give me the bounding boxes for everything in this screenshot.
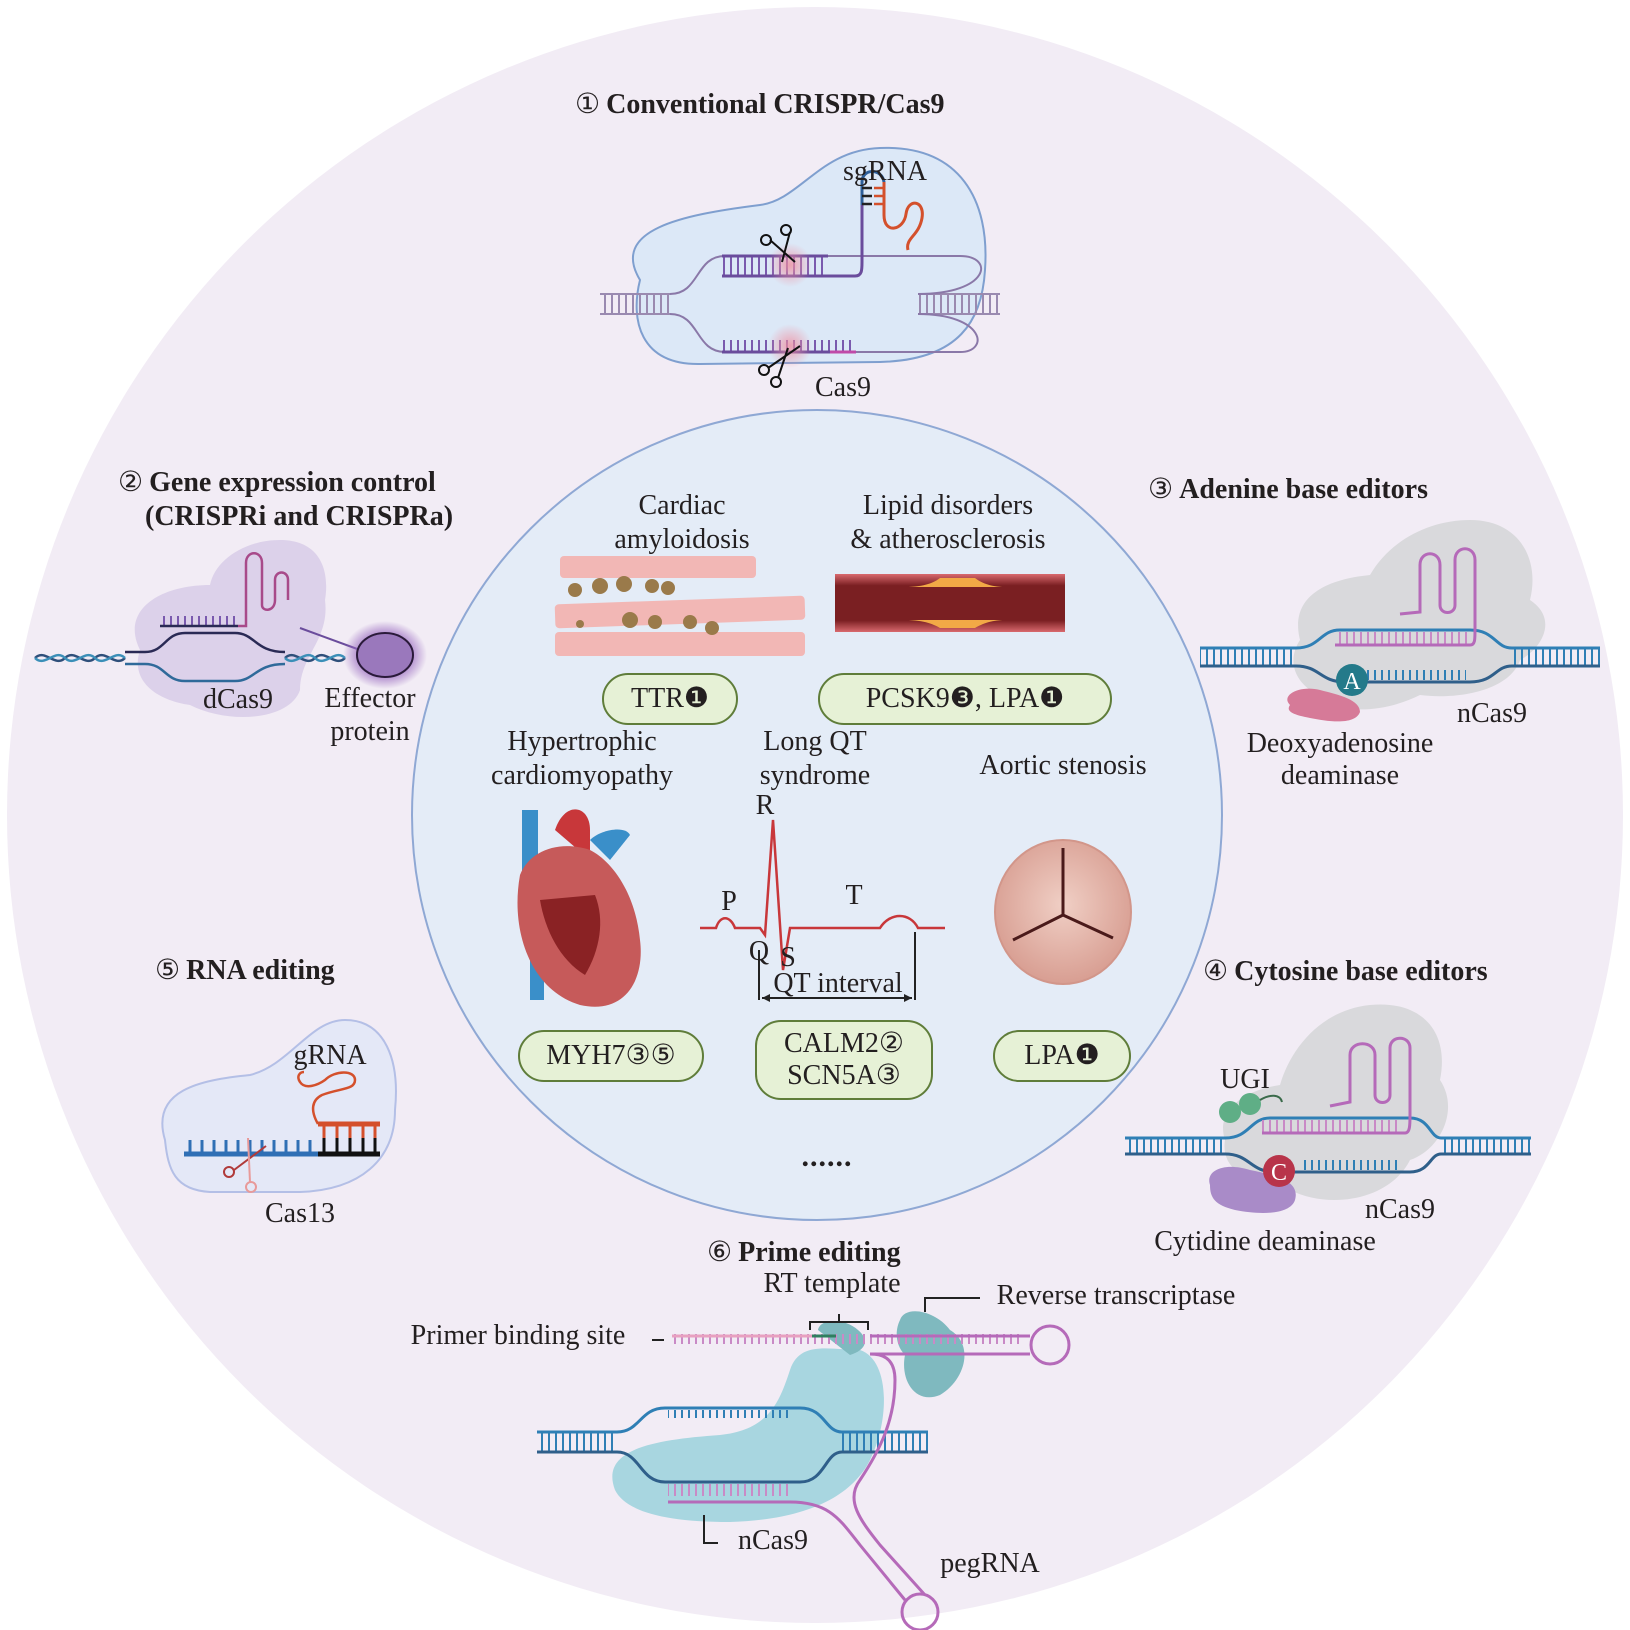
dcas9-protein bbox=[134, 540, 327, 717]
dcas9-illustration bbox=[34, 540, 427, 717]
disease-hcm-line1: Hypertrophic bbox=[507, 726, 657, 757]
scissors-icon bbox=[223, 1137, 267, 1193]
cas13-illustration bbox=[161, 1018, 397, 1193]
svg-text:A: A bbox=[1343, 669, 1361, 695]
gene-badge-lpa: LPA❶ bbox=[993, 1030, 1131, 1082]
ecg-label-t: T bbox=[845, 880, 863, 911]
ecg-label-r: R bbox=[755, 790, 775, 821]
deoxyadenosine-deaminase bbox=[1287, 688, 1360, 722]
gene-badge-myh7: MYH7③⑤ bbox=[518, 1030, 704, 1082]
ugi-protein bbox=[1219, 1101, 1241, 1123]
disease-long-qt-line2: syndrome bbox=[759, 760, 871, 791]
scissors-icon bbox=[758, 345, 801, 388]
disease-lipid-disorders-line1: Lipid disorders bbox=[862, 490, 1034, 521]
aortic-valve-illustration bbox=[994, 839, 1132, 985]
gene-badge-calm2-scn5a: CALM2② SCN5A③ bbox=[755, 1020, 933, 1100]
label-grna: gRNA bbox=[293, 1040, 367, 1071]
svg-text:C: C bbox=[1271, 1160, 1287, 1186]
label-rt-template: RT template bbox=[763, 1268, 901, 1299]
ncas9-protein bbox=[1293, 520, 1546, 710]
ecg-label-s: S bbox=[780, 942, 796, 973]
more-diseases-ellipsis: ...... bbox=[801, 1140, 853, 1173]
ncas9-protein bbox=[1223, 1004, 1449, 1200]
label-ncas9-abe: nCas9 bbox=[1457, 698, 1527, 729]
cas9-illustration bbox=[600, 146, 1000, 388]
ecg-label-q: Q bbox=[748, 936, 770, 967]
label-sgrna: sgRNA bbox=[842, 156, 928, 187]
label-pegrna: pegRNA bbox=[940, 1548, 1040, 1579]
label-deoxyadenosine-deaminase-line2: deaminase bbox=[1280, 760, 1400, 791]
disease-cardiac-amyloidosis-line1: Cardiac bbox=[638, 490, 726, 521]
label-ncas9-cbe: nCas9 bbox=[1365, 1194, 1435, 1225]
gene-badge-pcsk9-lpa: PCSK9❸, LPA❶ bbox=[818, 673, 1112, 725]
label-effector-protein-line2: protein bbox=[330, 716, 410, 747]
prime-editor-illustration bbox=[537, 1297, 1071, 1630]
label-dcas9: dCas9 bbox=[203, 684, 273, 715]
ncas9-protein bbox=[612, 1348, 884, 1522]
artery-plaque-illustration bbox=[835, 574, 1065, 632]
abe-illustration: A bbox=[1200, 520, 1600, 722]
method-title-gene-expression-control-sub: (CRISPRi and CRISPRa) bbox=[145, 501, 454, 532]
label-primer-binding-site: Primer binding site bbox=[410, 1320, 626, 1351]
heart-illustration bbox=[517, 809, 641, 1007]
ecg-trace bbox=[700, 819, 945, 1002]
adenine-base bbox=[1336, 664, 1368, 696]
label-reverse-transcriptase: Reverse transcriptase bbox=[996, 1280, 1236, 1311]
ecg-label-qt-interval: QT interval bbox=[773, 968, 903, 999]
label-cytidine-deaminase: Cytidine deaminase bbox=[1154, 1226, 1376, 1257]
disease-aortic-stenosis: Aortic stenosis bbox=[979, 750, 1147, 781]
label-ncas9-prime: nCas9 bbox=[738, 1525, 808, 1556]
label-deoxyadenosine-deaminase-line1: Deoxyadenosine bbox=[1246, 728, 1434, 759]
disease-hcm-line2: cardiomyopathy bbox=[491, 760, 673, 791]
effector-protein bbox=[356, 632, 414, 678]
cbe-illustration: C bbox=[1125, 1004, 1531, 1213]
amyloid-tissue-illustration bbox=[554, 556, 806, 656]
disease-cardiac-amyloidosis-line2: amyloidosis bbox=[614, 524, 750, 555]
label-effector-protein-line1: Effector bbox=[324, 683, 416, 714]
cytosine-base bbox=[1263, 1155, 1295, 1187]
label-cas13: Cas13 bbox=[265, 1198, 335, 1229]
scissors-icon bbox=[760, 224, 796, 263]
disease-long-qt-line1: Long QT bbox=[763, 726, 867, 757]
gene-badge-ttr: TTR❶ bbox=[602, 673, 738, 725]
disease-lipid-disorders-line2: & atherosclerosis bbox=[850, 524, 1046, 555]
ecg-label-p: P bbox=[721, 886, 737, 917]
label-ugi: UGI bbox=[1220, 1064, 1270, 1095]
label-cas9: Cas9 bbox=[815, 372, 871, 403]
